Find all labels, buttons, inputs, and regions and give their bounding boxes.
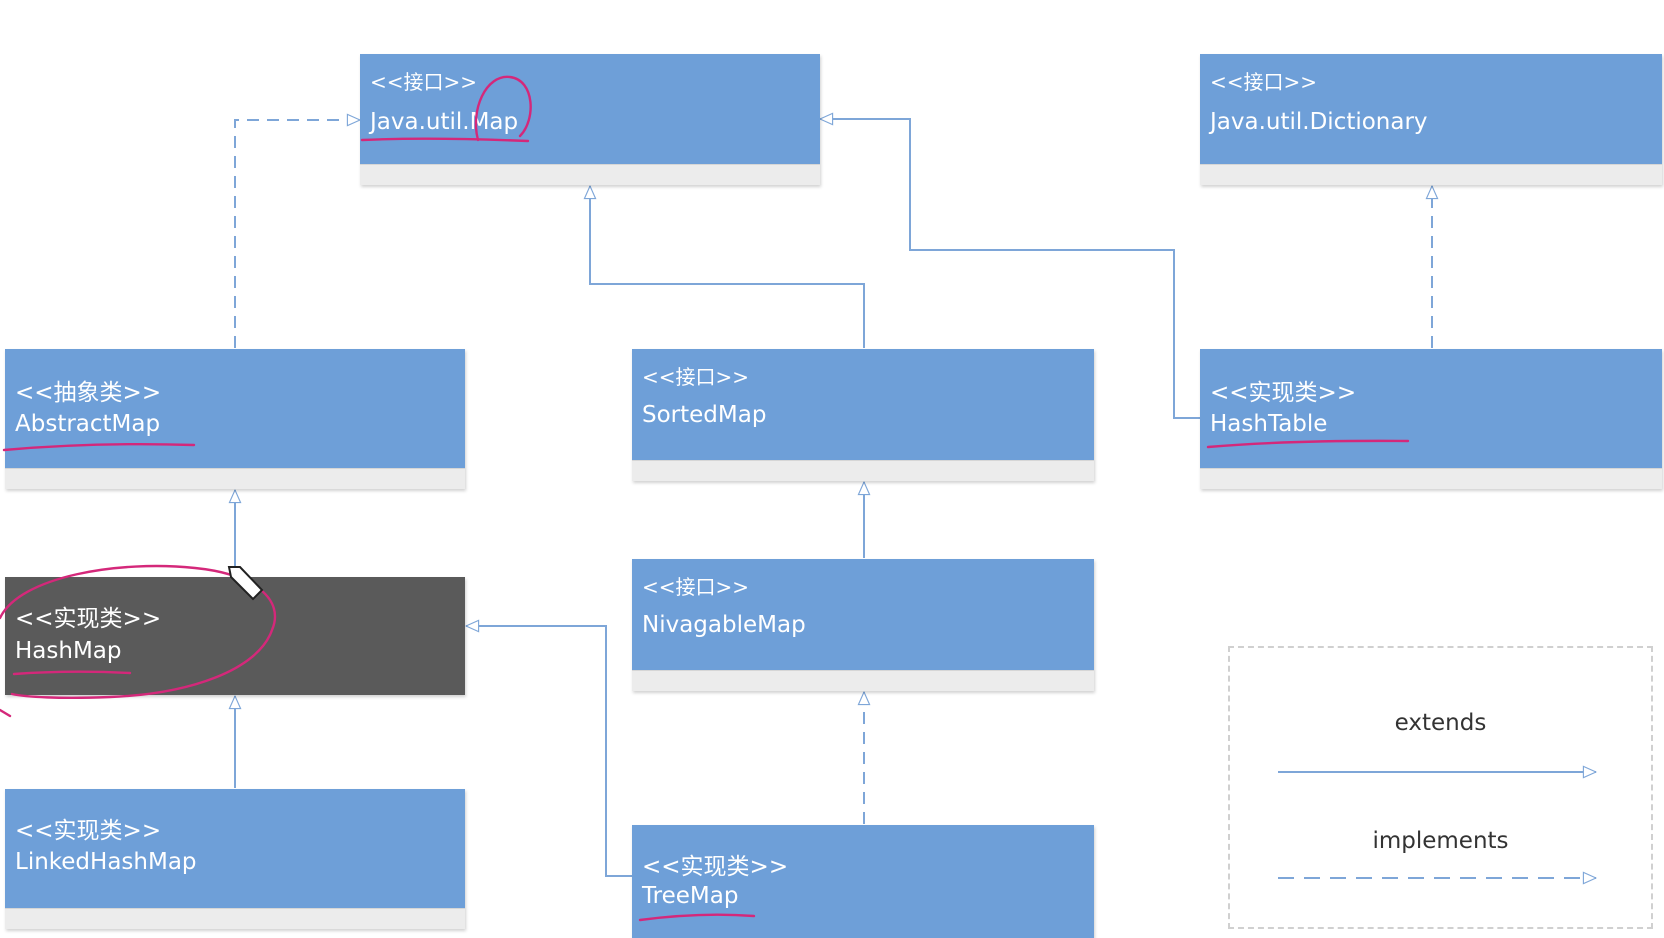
legend-box: extends implements bbox=[1228, 646, 1653, 929]
class-name: HashTable bbox=[1210, 411, 1328, 437]
legend-extends-label: extends bbox=[1394, 710, 1487, 736]
class-box-footer bbox=[632, 670, 1094, 691]
class-box-footer bbox=[5, 468, 465, 489]
edge-sortedmap-extends-map bbox=[590, 186, 865, 348]
class-name: HashMap bbox=[15, 638, 122, 664]
stereotype-label: <<接口>> bbox=[1210, 70, 1318, 94]
class-name: AbstractMap bbox=[15, 411, 161, 437]
class-name: TreeMap bbox=[642, 883, 739, 909]
class-box-treemap[interactable]: <<实现类>> TreeMap bbox=[632, 825, 1094, 938]
class-box-footer bbox=[1200, 164, 1662, 185]
class-box-footer bbox=[632, 460, 1094, 481]
stereotype-label: <<接口>> bbox=[642, 575, 750, 599]
class-box-footer bbox=[360, 164, 820, 185]
class-box-footer bbox=[1200, 468, 1662, 489]
class-name: Java.util.Map bbox=[370, 109, 519, 135]
edge-hashtable-extends-map bbox=[820, 119, 1200, 419]
class-name: LinkedHashMap bbox=[15, 849, 197, 875]
class-box-abstractmap[interactable]: <<抽象类>> AbstractMap bbox=[5, 349, 465, 489]
stereotype-label: <<抽象类>> bbox=[15, 380, 162, 406]
class-box-footer bbox=[5, 908, 465, 929]
class-box-java-util-map[interactable]: <<接口>> Java.util.Map bbox=[360, 54, 820, 185]
class-box-sortedmap[interactable]: <<接口>> SortedMap bbox=[632, 349, 1094, 481]
class-box-nivagablemap[interactable]: <<接口>> NivagableMap bbox=[632, 559, 1094, 691]
class-name: SortedMap bbox=[642, 402, 767, 428]
edge-abstractmap-implements-map bbox=[234, 120, 360, 348]
stereotype-label: <<实现类>> bbox=[642, 854, 789, 880]
stereotype-label: <<实现类>> bbox=[1210, 380, 1357, 406]
stereotype-label: <<实现类>> bbox=[15, 818, 162, 844]
class-name: Java.util.Dictionary bbox=[1210, 109, 1428, 135]
class-box-java-util-dictionary[interactable]: <<接口>> Java.util.Dictionary bbox=[1200, 54, 1662, 185]
edge-treemap-extends-hashmap bbox=[466, 626, 632, 877]
stereotype-label: <<实现类>> bbox=[15, 606, 162, 632]
class-box-hashtable[interactable]: <<实现类>> HashTable bbox=[1200, 349, 1662, 489]
class-name: NivagableMap bbox=[642, 612, 806, 638]
stereotype-label: <<接口>> bbox=[642, 365, 750, 389]
class-box-linkedhashmap[interactable]: <<实现类>> LinkedHashMap bbox=[5, 789, 465, 929]
class-box-hashmap[interactable]: <<实现类>> HashMap bbox=[5, 577, 465, 695]
stereotype-label: <<接口>> bbox=[370, 70, 478, 94]
legend-implements-label: implements bbox=[1372, 828, 1509, 854]
